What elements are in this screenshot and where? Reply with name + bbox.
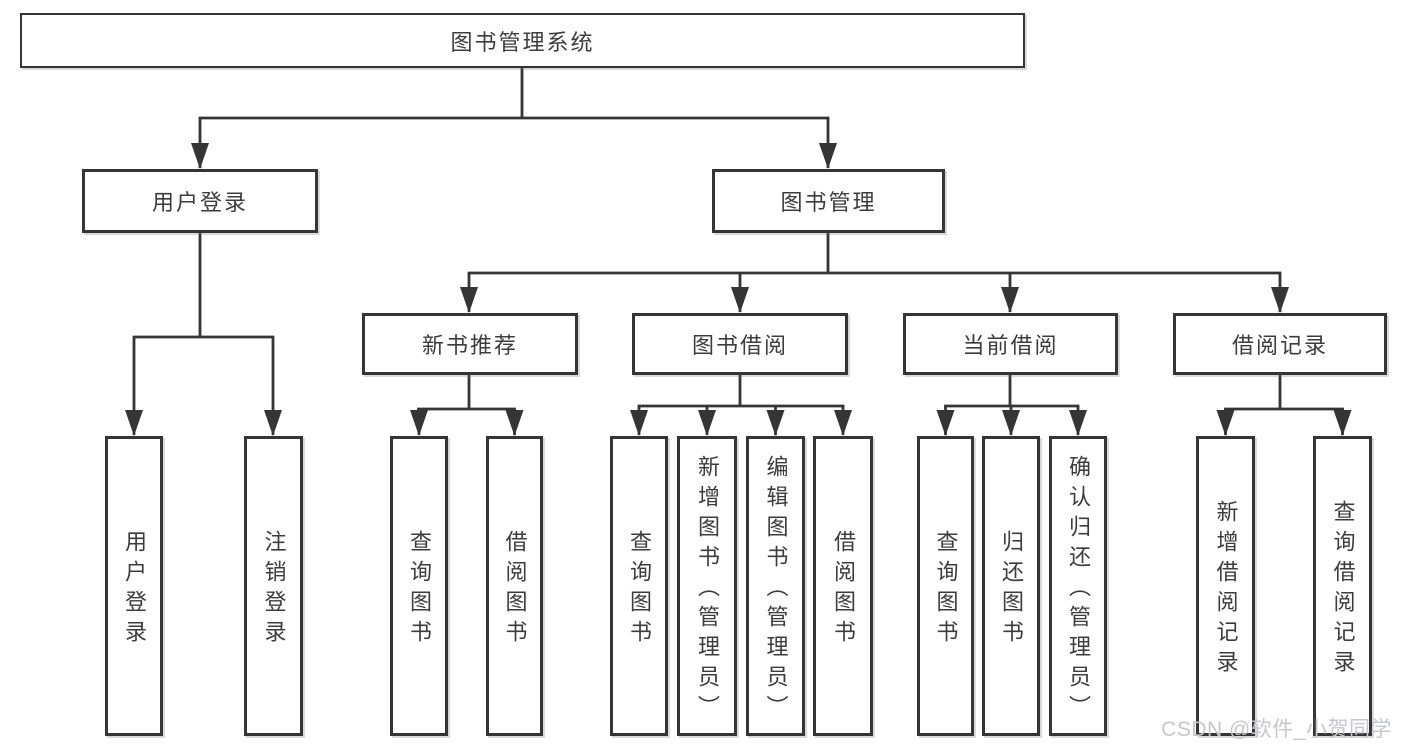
leaf-query-books-1-label: 查询图书 xyxy=(407,530,432,650)
leaf-edit-book-admin-label: 编辑图书（管理员） xyxy=(763,455,789,725)
leaf-add-borrow-record: 新增借阅记录 xyxy=(1196,436,1255,736)
leaf-edit-book-admin: 编辑图书（管理员） xyxy=(746,436,805,736)
leaf-user-login: 用户登录 xyxy=(105,436,163,736)
leaf-query-borrow-record: 查询借阅记录 xyxy=(1313,436,1372,736)
leaf-borrow-books-2: 借阅图书 xyxy=(813,436,873,736)
leaf-add-borrow-record-label: 新增借阅记录 xyxy=(1213,500,1239,680)
node-borrowing-records: 借阅记录 xyxy=(1173,313,1387,375)
leaf-borrow-books-1-label: 借阅图书 xyxy=(502,530,528,650)
leaf-query-books-1: 查询图书 xyxy=(390,436,448,736)
leaf-logout-label: 注销登录 xyxy=(261,530,287,650)
csdn-watermark: CSDN @软件_小贺同学 xyxy=(1161,718,1392,741)
node-new-book-recommend-label: 新书推荐 xyxy=(421,333,518,358)
node-new-book-recommend: 新书推荐 xyxy=(362,313,578,375)
node-user-login: 用户登录 xyxy=(82,169,318,233)
leaf-logout: 注销登录 xyxy=(244,436,303,736)
connector-group xyxy=(125,68,1352,436)
node-current-borrowing-label: 当前借阅 xyxy=(962,333,1059,358)
node-user-login-label: 用户登录 xyxy=(151,190,248,215)
leaf-user-login-label: 用户登录 xyxy=(122,530,147,650)
leaf-return-book-label: 归还图书 xyxy=(999,530,1024,650)
node-book-borrowing-label: 图书借阅 xyxy=(691,333,788,358)
node-book-management: 图书管理 xyxy=(712,169,945,233)
leaf-confirm-return-admin: 确认归还（管理员） xyxy=(1049,436,1107,736)
leaf-query-borrow-record-label: 查询借阅记录 xyxy=(1330,500,1356,680)
leaf-return-book: 归还图书 xyxy=(982,436,1040,736)
node-library-system: 图书管理系统 xyxy=(20,13,1025,68)
leaf-query-books-3-label: 查询图书 xyxy=(933,530,959,650)
leaf-query-books-2-label: 查询图书 xyxy=(627,530,652,650)
node-library-system-label: 图书管理系统 xyxy=(450,29,595,55)
node-book-borrowing: 图书借阅 xyxy=(632,313,848,375)
node-book-management-label: 图书管理 xyxy=(780,190,877,215)
leaf-confirm-return-admin-label: 确认归还（管理员） xyxy=(1066,455,1091,725)
node-borrowing-records-label: 借阅记录 xyxy=(1231,333,1328,358)
leaf-add-book-admin-label: 新增图书（管理员） xyxy=(695,455,720,725)
leaf-borrow-books-1: 借阅图书 xyxy=(486,436,543,736)
leaf-query-books-2: 查询图书 xyxy=(610,436,668,736)
leaf-add-book-admin: 新增图书（管理员） xyxy=(677,436,737,736)
leaf-borrow-books-2-label: 借阅图书 xyxy=(831,530,856,650)
node-current-borrowing: 当前借阅 xyxy=(903,313,1118,375)
leaf-query-books-3: 查询图书 xyxy=(917,436,974,736)
